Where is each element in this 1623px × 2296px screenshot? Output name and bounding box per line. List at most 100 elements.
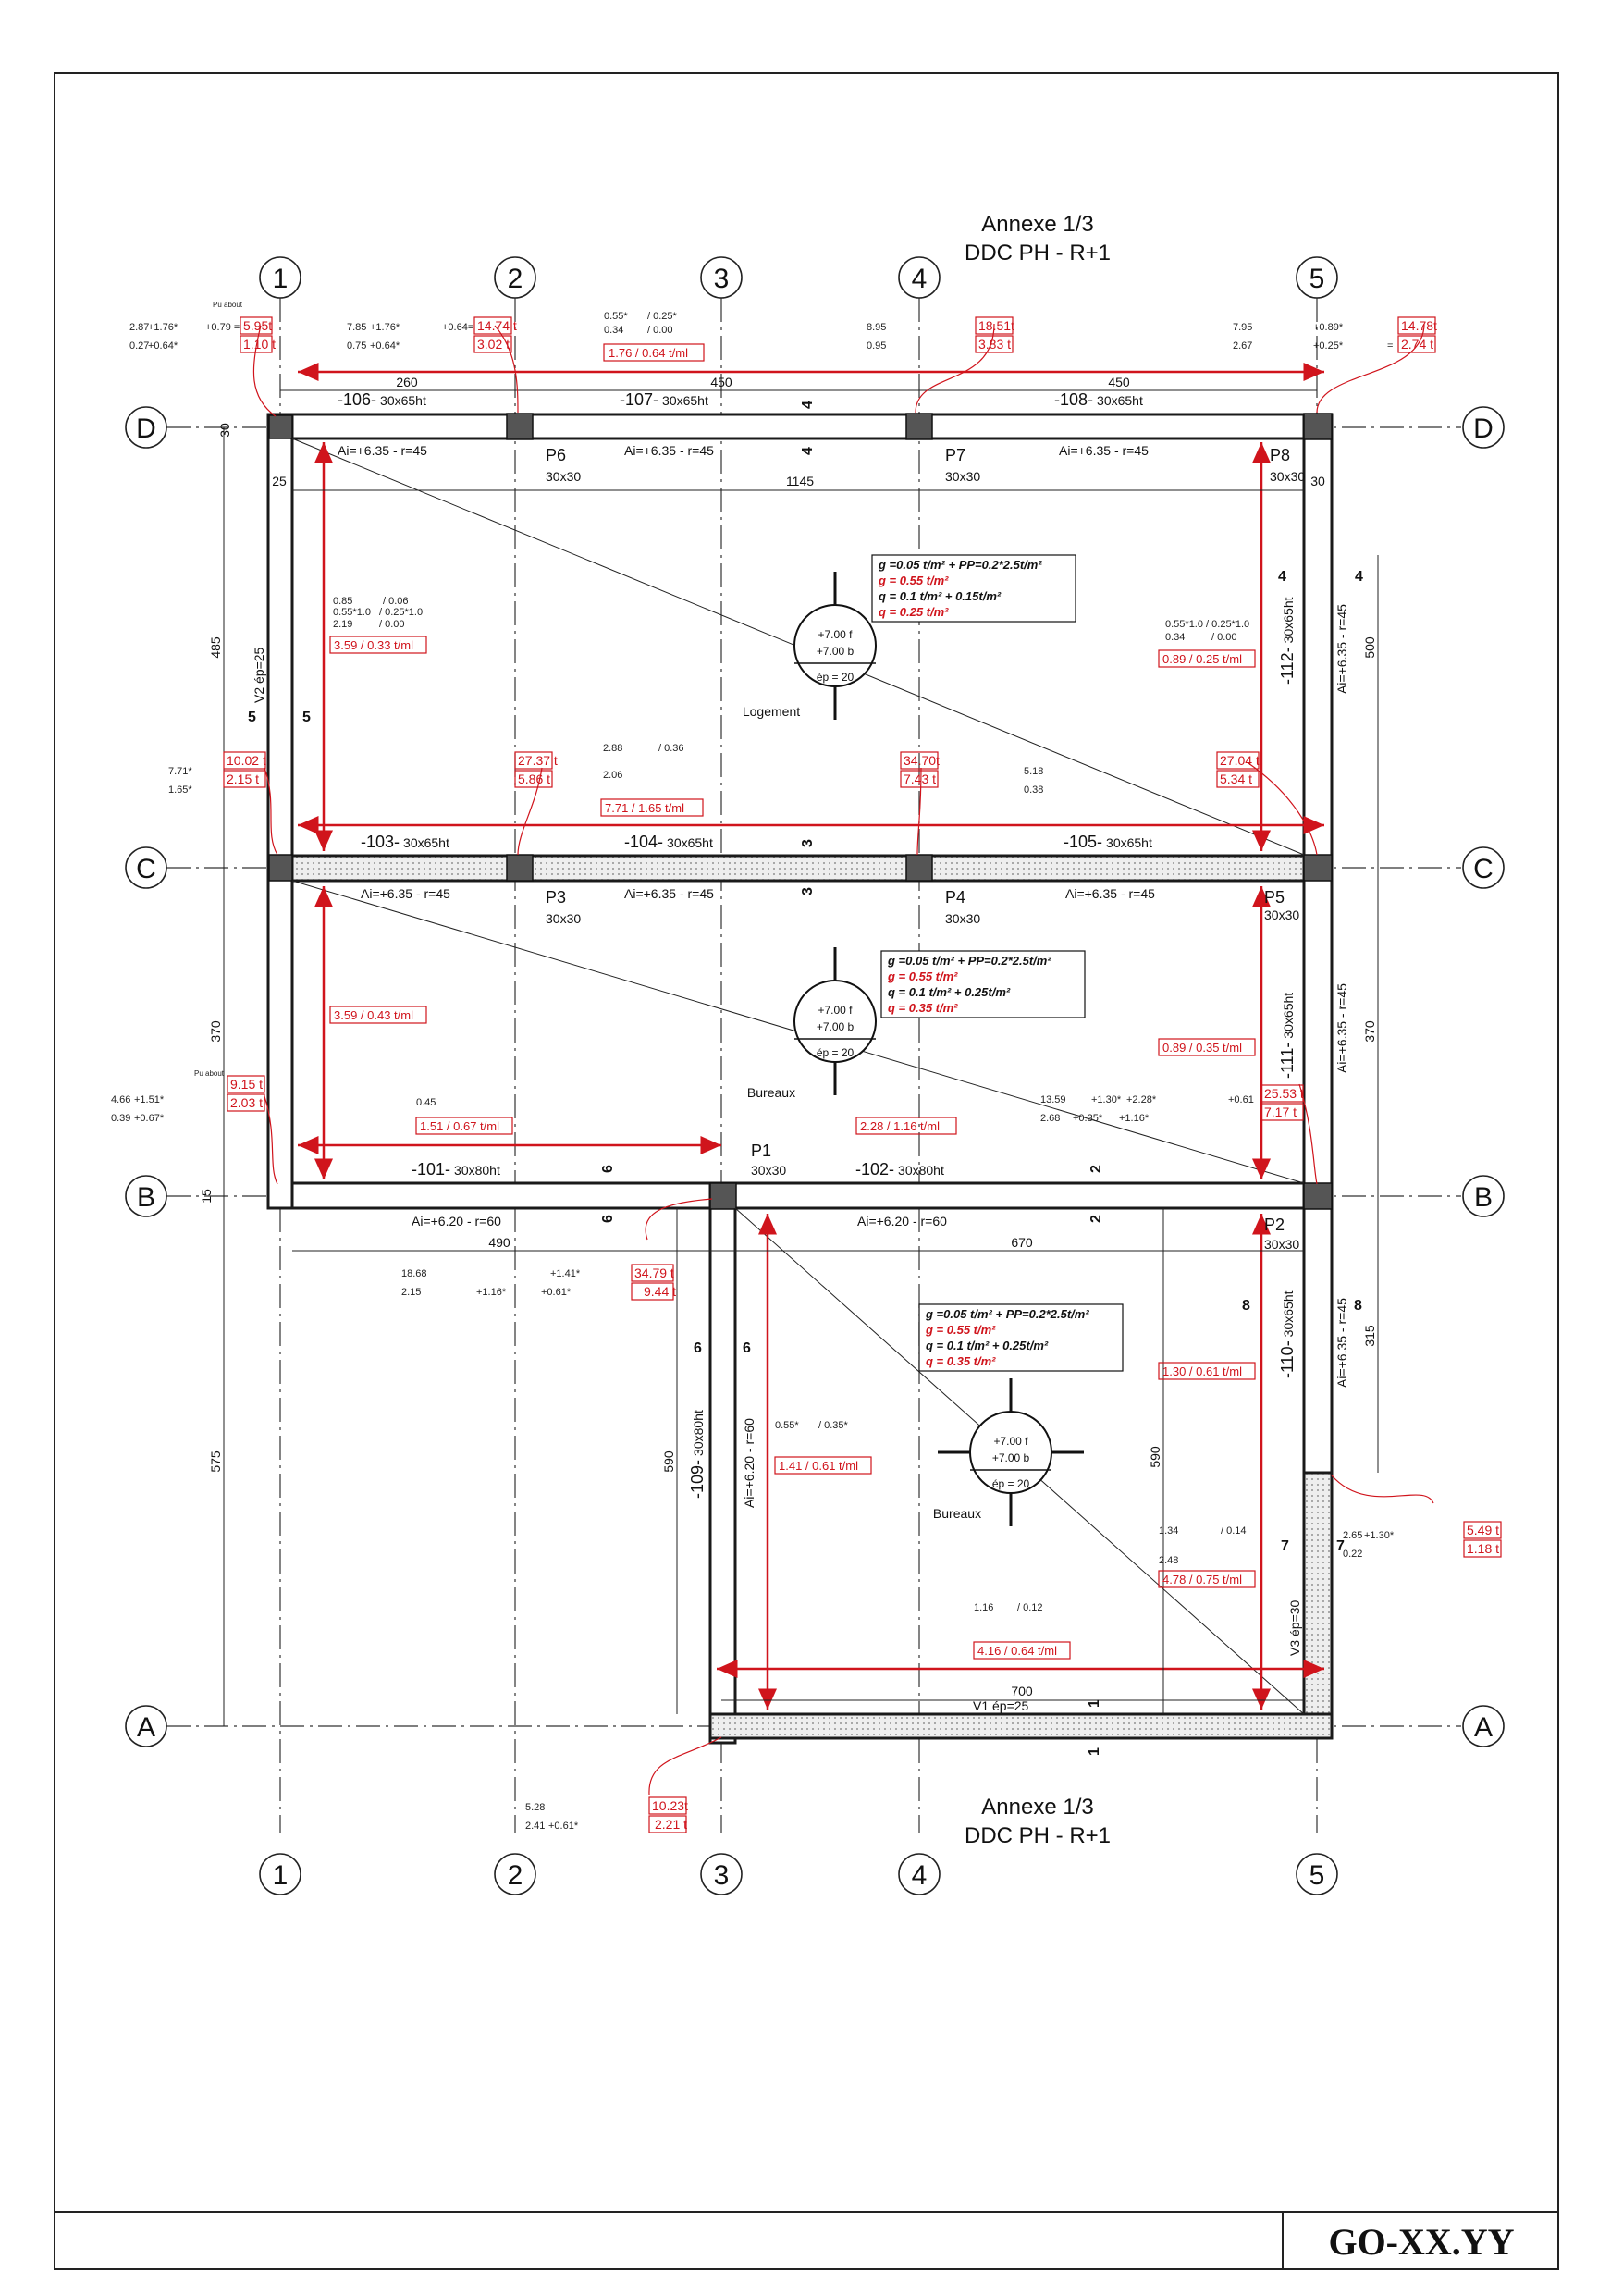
pillar-P6: [506, 413, 534, 440]
svg-text:15: 15: [199, 1189, 214, 1204]
svg-text:2.74 t: 2.74 t: [1401, 337, 1433, 352]
svg-text:490: 490: [488, 1235, 510, 1250]
svg-text:9.44 t: 9.44 t: [644, 1284, 676, 1299]
axis-bubble-4-bottom: [898, 1853, 941, 1895]
svg-text:2.65: 2.65: [1343, 1530, 1362, 1541]
svg-text:P3: P3: [546, 888, 566, 907]
svg-text:q = 0.35 t/m²: q = 0.35 t/m²: [888, 1001, 958, 1015]
svg-text:0.34: 0.34: [604, 325, 623, 336]
axis-bubble-C-left: [125, 846, 167, 889]
svg-text:2.41: 2.41: [525, 1821, 545, 1832]
pillar-P5: [1303, 854, 1333, 882]
svg-text:+1.76*: +1.76*: [370, 322, 400, 333]
svg-text:575: 575: [208, 1450, 223, 1473]
svg-text:Ai=+6.35 - r=45: Ai=+6.35 - r=45: [1065, 886, 1155, 901]
axis-bubble-C-right: [1462, 846, 1505, 889]
axis-label: 4: [912, 1860, 928, 1891]
axis-label: A: [137, 1712, 155, 1743]
svg-text:2.06: 2.06: [603, 770, 622, 781]
svg-text:0.89 / 0.35 t/ml: 0.89 / 0.35 t/ml: [1162, 1041, 1242, 1055]
svg-text:Pu about: Pu about: [194, 1069, 225, 1078]
svg-text:2.15: 2.15: [401, 1287, 421, 1298]
svg-text:7.43 t: 7.43 t: [904, 772, 936, 786]
svg-text:5.18: 5.18: [1024, 766, 1043, 777]
leader-curves: [252, 323, 1434, 1796]
axis-label: 1: [273, 1860, 289, 1891]
svg-text:+0.61*: +0.61*: [548, 1821, 579, 1832]
svg-text:/ 0.25*: / 0.25*: [647, 311, 678, 322]
svg-text:Bureaux: Bureaux: [933, 1506, 981, 1521]
svg-text:4.66: 4.66: [111, 1094, 130, 1105]
svg-text:/ 0.35*: / 0.35*: [818, 1420, 849, 1431]
svg-text:q = 0.1 t/m² + 0.25t/m²: q = 0.1 t/m² + 0.25t/m²: [888, 985, 1011, 999]
svg-text:g = 0.55 t/m²: g = 0.55 t/m²: [887, 969, 958, 983]
sheet-frame: [54, 72, 1559, 2270]
axis-label: B: [1474, 1182, 1493, 1213]
svg-text:+0.64=: +0.64=: [442, 322, 473, 333]
svg-text:0.55*: 0.55*: [775, 1420, 799, 1431]
svg-text:30x30: 30x30: [1264, 1237, 1299, 1252]
svg-text:670: 670: [1011, 1235, 1033, 1250]
svg-text:315: 315: [1362, 1325, 1377, 1347]
span-arrows: [298, 363, 1324, 1710]
svg-text:3.83 t: 3.83 t: [978, 337, 1011, 352]
svg-text:Pu about: Pu about: [213, 301, 243, 309]
wall-V1: [708, 1712, 1334, 1740]
svg-text:5: 5: [248, 710, 256, 725]
svg-text:500: 500: [1362, 636, 1377, 659]
svg-text:34.79 t: 34.79 t: [634, 1265, 674, 1280]
svg-text:P5: P5: [1264, 888, 1285, 907]
svg-text:/ 0.25*1.0: / 0.25*1.0: [379, 607, 423, 618]
svg-text:ép = 20: ép = 20: [817, 671, 855, 684]
axis-label: 4: [912, 264, 928, 294]
svg-text:3.59 / 0.43 t/ml: 3.59 / 0.43 t/ml: [334, 1008, 413, 1022]
svg-text:g =0.05 t/m² + PP=0.2*2.5t/m²: g =0.05 t/m² + PP=0.2*2.5t/m²: [878, 558, 1042, 572]
svg-text:Ai=+6.35 - r=45: Ai=+6.35 - r=45: [624, 443, 714, 458]
svg-text:0.45: 0.45: [416, 1097, 436, 1108]
svg-text:1.16: 1.16: [974, 1602, 993, 1613]
axis-labels: 1 2 3 4 5 1 2 3 4 5 D C B A D C B A: [136, 264, 1494, 1891]
svg-text:7: 7: [1281, 1538, 1289, 1554]
axis-bubble-D-left: [125, 406, 167, 449]
axis-bubble-1-top: [259, 256, 301, 299]
beam-labels: -106-30x65ht -107-30x65ht -108-30x65ht -…: [338, 390, 1297, 1499]
svg-text:1.65*: 1.65*: [168, 784, 192, 796]
svg-text:485: 485: [208, 636, 223, 659]
svg-text:7: 7: [1336, 1538, 1345, 1554]
axis-label: 3: [714, 1860, 730, 1891]
svg-text:30x30: 30x30: [1270, 469, 1305, 484]
svg-text:0.55*1.0 / 0.25*1.0: 0.55*1.0 / 0.25*1.0: [1165, 619, 1249, 630]
svg-text:+0.64*: +0.64*: [148, 340, 178, 352]
pillar-P8: [1303, 413, 1333, 440]
svg-text:25: 25: [272, 474, 287, 488]
svg-text:2.68: 2.68: [1040, 1113, 1060, 1124]
svg-text:Ai=+6.35 - r=45: Ai=+6.35 - r=45: [361, 886, 450, 901]
svg-text:0.22: 0.22: [1343, 1549, 1362, 1560]
title-block-bottom: Annexe 1/3 DDC PH - R+1: [899, 1793, 1176, 1850]
svg-text:P2: P2: [1264, 1216, 1285, 1234]
svg-text:Ai=+6.35 - r=45: Ai=+6.35 - r=45: [1334, 983, 1349, 1073]
svg-text:P6: P6: [546, 446, 566, 464]
beam-label: -106-30x65ht: [338, 390, 426, 409]
svg-text:0.85: 0.85: [333, 596, 352, 607]
svg-text:+2.28*: +2.28*: [1126, 1094, 1157, 1105]
axis-bubble-5-top: [1296, 256, 1338, 299]
svg-text:9.15 t: 9.15 t: [230, 1077, 263, 1092]
svg-text:18.51t: 18.51t: [978, 318, 1014, 333]
load-box-2: [880, 950, 1086, 1018]
svg-text:2.88: 2.88: [603, 743, 622, 754]
axis-bubble-B-right: [1462, 1175, 1505, 1217]
reinforcement-labels: Ai=+6.35 - r=45 Ai=+6.35 - r=45 Ai=+6.35…: [338, 443, 1349, 1508]
svg-text:Ai=+6.35 - r=45: Ai=+6.35 - r=45: [624, 886, 714, 901]
svg-text:4: 4: [800, 401, 816, 409]
svg-text:Ai=+6.20 - r=60: Ai=+6.20 - r=60: [742, 1418, 756, 1508]
formula-fragments: 2.87 0.27 +1.76* +0.79 = +0.64* 7.85 0.7…: [111, 301, 1395, 1832]
svg-text:0.39: 0.39: [111, 1113, 130, 1124]
svg-text:8: 8: [1354, 1298, 1362, 1314]
svg-text:/ 0.36: / 0.36: [658, 743, 684, 754]
beam-label: -101-30x80ht: [412, 1160, 500, 1179]
section-marks: 4 4 4 4 5 5 3 3 6 6 6 6 2 2 8 8 7 7 1 1: [248, 401, 1363, 1756]
axis-label: 2: [508, 1860, 523, 1891]
svg-text:7.85: 7.85: [347, 322, 366, 333]
svg-text:10.23t: 10.23t: [652, 1798, 688, 1813]
